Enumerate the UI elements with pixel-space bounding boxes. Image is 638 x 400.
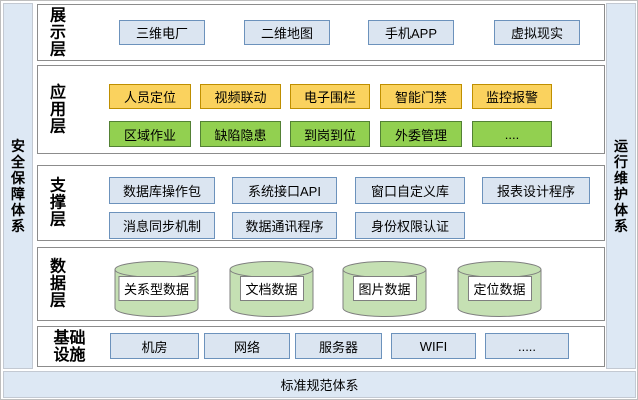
database-cylinder: 定位数据 (457, 260, 542, 318)
left-banner-label: 安全保障体系 (11, 138, 25, 234)
support-box: 系统接口API (232, 177, 337, 204)
infrastructure-box: 服务器 (295, 333, 382, 359)
layer-title: 应用层 (49, 84, 66, 135)
infrastructure-box: 网络 (204, 333, 290, 359)
application-box: 到岗到位 (290, 121, 370, 147)
support-box: 数据通讯程序 (232, 212, 337, 239)
presentation-box: 二维地图 (244, 20, 330, 45)
application-box: 监控报警 (472, 84, 552, 109)
support-box: 消息同步机制 (109, 212, 215, 239)
application-box: 视频联动 (200, 84, 281, 109)
application-box: 区域作业 (109, 121, 191, 147)
layer-title: 数据层 (49, 258, 66, 310)
application-box: 智能门禁 (380, 84, 462, 109)
application-box: .... (472, 121, 552, 147)
support-box: 数据库操作包 (109, 177, 215, 204)
presentation-box: 虚拟现实 (494, 20, 580, 45)
right-banner: 运行维护体系 (606, 3, 636, 369)
application-box: 电子围栏 (290, 84, 370, 109)
database-cylinder: 关系型数据 (114, 260, 199, 318)
right-banner-label: 运行维护体系 (614, 138, 628, 234)
infrastructure-box: 机房 (110, 333, 199, 359)
support-box: 身份权限认证 (355, 212, 465, 239)
cylinder-label: 图片数据 (352, 276, 417, 301)
bottom-banner: 标准规范体系 (3, 371, 636, 398)
bottom-banner-label: 标准规范体系 (280, 378, 359, 393)
database-cylinder: 图片数据 (342, 260, 427, 318)
support-box: 报表设计程序 (482, 177, 590, 204)
layer-data: 数据层 关系型数据 文档数据 图片数据 (37, 247, 605, 321)
presentation-box: 三维电厂 (119, 20, 205, 45)
cylinder-label: 定位数据 (467, 276, 532, 301)
application-box: 外委管理 (380, 121, 462, 147)
presentation-box: 手机APP (368, 20, 454, 45)
database-cylinder: 文档数据 (229, 260, 314, 318)
cylinder-label: 关系型数据 (117, 276, 196, 301)
layer-presentation: 展示层 三维电厂 二维地图 手机APP 虚拟现实 (37, 4, 605, 61)
left-banner: 安全保障体系 (3, 3, 33, 369)
layer-title: 基础设施 (53, 329, 86, 364)
layer-title: 支撑层 (49, 177, 66, 229)
support-box: 窗口自定义库 (355, 177, 465, 204)
infrastructure-box: WIFI (391, 333, 476, 359)
cylinder-label: 文档数据 (239, 276, 304, 301)
application-box: 缺陷隐患 (200, 121, 281, 147)
layer-application: 应用层 人员定位 视频联动 电子围栏 智能门禁 监控报警 区域作业 缺陷隐患 到… (37, 65, 605, 154)
layer-title: 展示层 (49, 7, 66, 58)
layer-support: 支撑层 数据库操作包 系统接口API 窗口自定义库 报表设计程序 消息同步机制 … (37, 165, 605, 241)
application-box: 人员定位 (109, 84, 191, 109)
infrastructure-box: ..... (485, 333, 569, 359)
layer-infrastructure: 基础设施 机房 网络 服务器 WIFI ..... (37, 326, 605, 367)
